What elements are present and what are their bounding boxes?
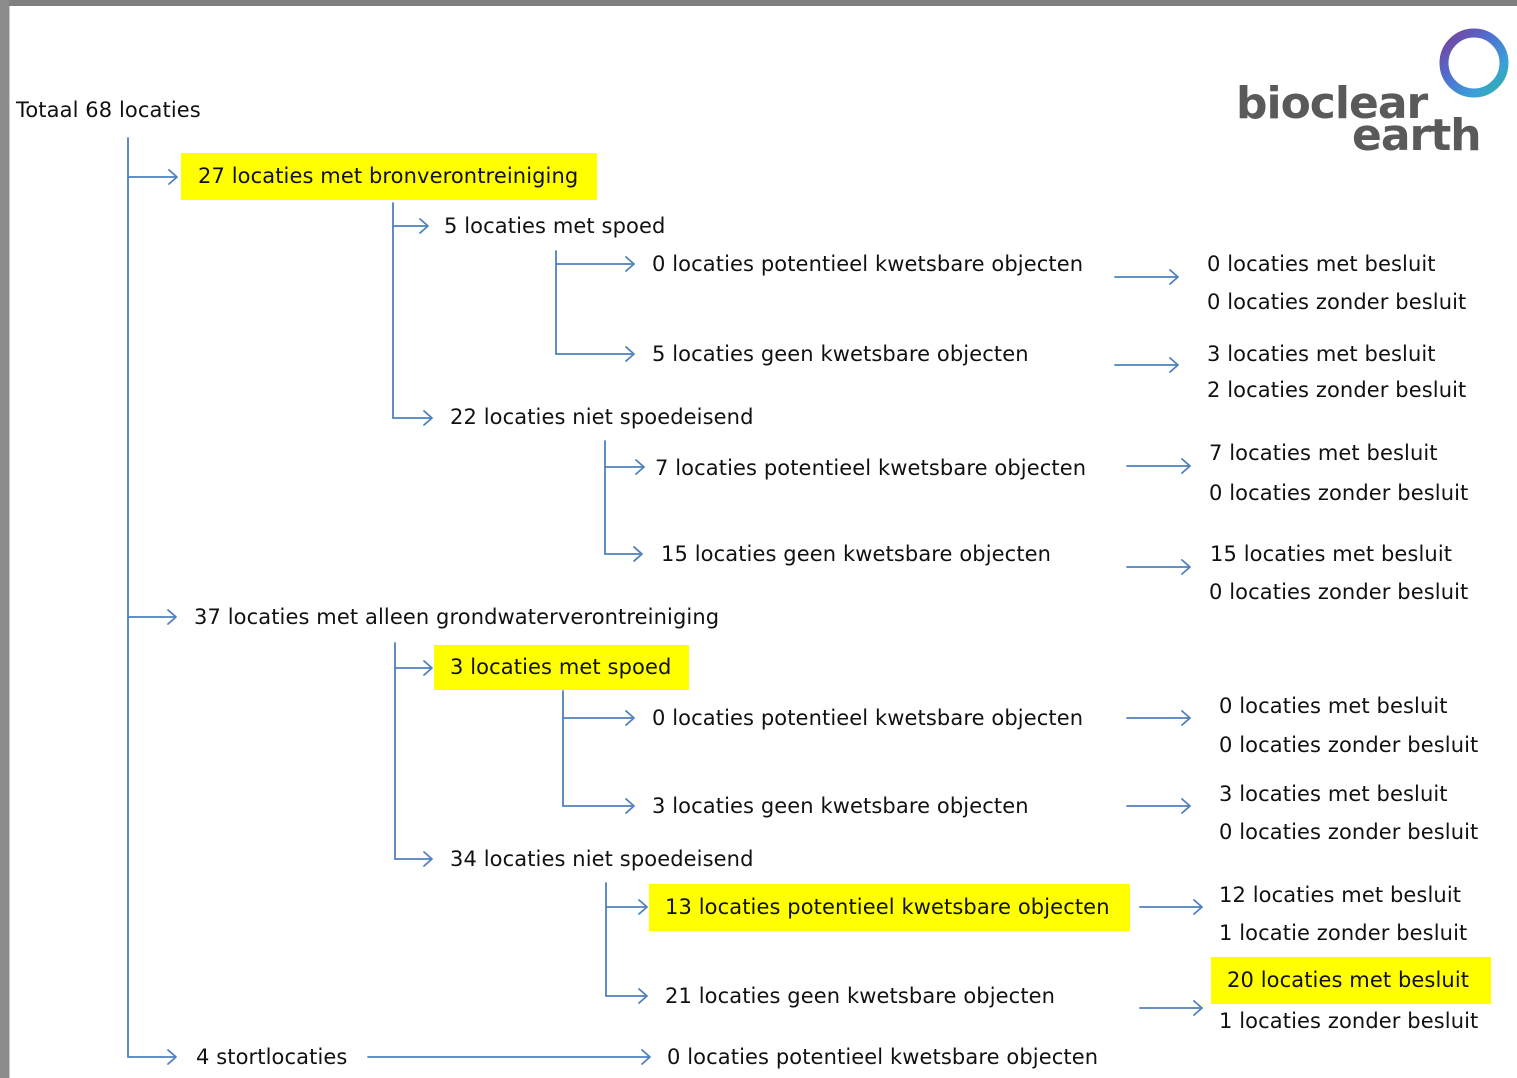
grondwater-spoed-potentieel-zonder: 0 locaties zonder besluit [1219, 733, 1479, 757]
stort-label: 4 stortlocaties [196, 1045, 348, 1069]
grondwater-nietspoed-geen-zonder: 1 locaties zonder besluit [1219, 1009, 1479, 1033]
arrow-grondwater-spoed [394, 660, 433, 676]
arrow-grondwater-spoed-geen [562, 798, 635, 814]
bron-nietspoed-geen-label: 15 locaties geen kwetsbare objecten [661, 542, 1052, 566]
frame-inner-edge [9, 6, 10, 1078]
bron-spoed-potentieel-label: 0 locaties potentieel kwetsbare objecten [652, 252, 1084, 276]
arrow-grondwater-spoed-geen-result [1126, 798, 1191, 814]
bron-nietspoed-geen-zonder: 0 locaties zonder besluit [1209, 580, 1469, 604]
grondwater-spoed-geen-label: 3 locaties geen kwetsbare objecten [652, 794, 1029, 818]
grondwater-nietspoed-potentieel-met: 12 locaties met besluit [1219, 883, 1462, 907]
arrow-bron-nietspoed-potentieel-result [1126, 458, 1191, 474]
grondwater-spoed-label: 3 locaties met spoed [434, 645, 690, 690]
arrow-root-bron [127, 169, 178, 185]
grondwater-spoed-potentieel-met: 0 locaties met besluit [1219, 694, 1448, 718]
grondwater-spoed-potentieel-label: 0 locaties potentieel kwetsbare objecten [652, 706, 1084, 730]
arrow-root-grondwater [127, 609, 177, 625]
arrow-grondwater-nietspoed-potentieel [605, 899, 648, 915]
arrow-bron-spoed [392, 218, 429, 234]
arrow-grondwater-nietspoed-geen [605, 988, 648, 1004]
stort-potentieel-label: 0 locaties potentieel kwetsbare objecten [667, 1045, 1099, 1069]
grondwater-nietspoed-geen-met: 20 locaties met besluit [1211, 957, 1492, 1004]
grondwater-nietspoed-label: 34 locaties niet spoedeisend [450, 847, 754, 871]
bron-nietspoed-potentieel-zonder: 0 locaties zonder besluit [1209, 481, 1469, 505]
bron-spoed-label: 5 locaties met spoed [444, 214, 666, 238]
arrow-grondwater-nietspoed-potentieel-result [1139, 899, 1203, 915]
bioclear-earth-logo: bioclear earth [1230, 20, 1515, 160]
grondwater-spoed-geen-met: 3 locaties met besluit [1219, 782, 1448, 806]
bron-nietspoed-potentieel-met: 7 locaties met besluit [1209, 441, 1438, 465]
bron-spoed-potentieel-met: 0 locaties met besluit [1207, 252, 1436, 276]
grondwater-nietspoed-geen-label: 21 locaties geen kwetsbare objecten [665, 984, 1056, 1008]
arrow-grondwater-spoed-potentieel [562, 710, 635, 726]
arrow-grondwater-nietspoed-geen-result [1139, 1000, 1203, 1016]
grondwater-nietspoed-potentieel-label: 13 locaties potentieel kwetsbare objecte… [649, 884, 1130, 931]
arrow-bron-nietspoed-geen-result [1126, 559, 1191, 575]
grondwater-label: 37 locaties met alleen grondwaterverontr… [194, 605, 720, 629]
arrow-bron-nietspoed [392, 410, 433, 426]
arrow-bron-spoed-potentieel [555, 256, 635, 272]
bron-spoed-geen-zonder: 2 locaties zonder besluit [1207, 378, 1467, 402]
logo-ring-icon [1439, 28, 1509, 98]
arrow-grondwater-nietspoed [394, 851, 433, 867]
bron-label: 27 locaties met bronverontreiniging [181, 153, 598, 200]
arrow-grondwater-spoed-potentieel-result [1126, 710, 1191, 726]
arrow-bron-spoed-geen [555, 346, 635, 362]
bron-nietspoed-potentieel-label: 7 locaties potentieel kwetsbare objecten [655, 456, 1087, 480]
bron-spoed-geen-met: 3 locaties met besluit [1207, 342, 1436, 366]
arrow-bron-nietspoed-potentieel [604, 459, 645, 475]
arrow-bron-nietspoed-geen [604, 546, 643, 562]
grondwater-nietspoed-potentieel-zonder: 1 locatie zonder besluit [1219, 921, 1468, 945]
arrow-root-stort [127, 1049, 177, 1065]
arrow-stort-potentieel [367, 1049, 651, 1065]
arrow-bron-spoed-geen-result [1114, 357, 1179, 373]
bron-nietspoed-geen-met: 15 locaties met besluit [1210, 542, 1453, 566]
logo-line2: earth [1352, 110, 1482, 161]
bron-nietspoed-label: 22 locaties niet spoedeisend [450, 405, 754, 429]
logo-line1: bioclear [1236, 78, 1428, 129]
window-frame-top [0, 0, 1517, 6]
bron-spoed-potentieel-zonder: 0 locaties zonder besluit [1207, 290, 1467, 314]
window-frame-left [0, 0, 9, 1078]
arrow-bron-spoed-potentieel-result [1114, 269, 1179, 285]
root-label: Totaal 68 locaties [16, 98, 201, 122]
bron-spoed-geen-label: 5 locaties geen kwetsbare objecten [652, 342, 1029, 366]
grondwater-spoed-geen-zonder: 0 locaties zonder besluit [1219, 820, 1479, 844]
